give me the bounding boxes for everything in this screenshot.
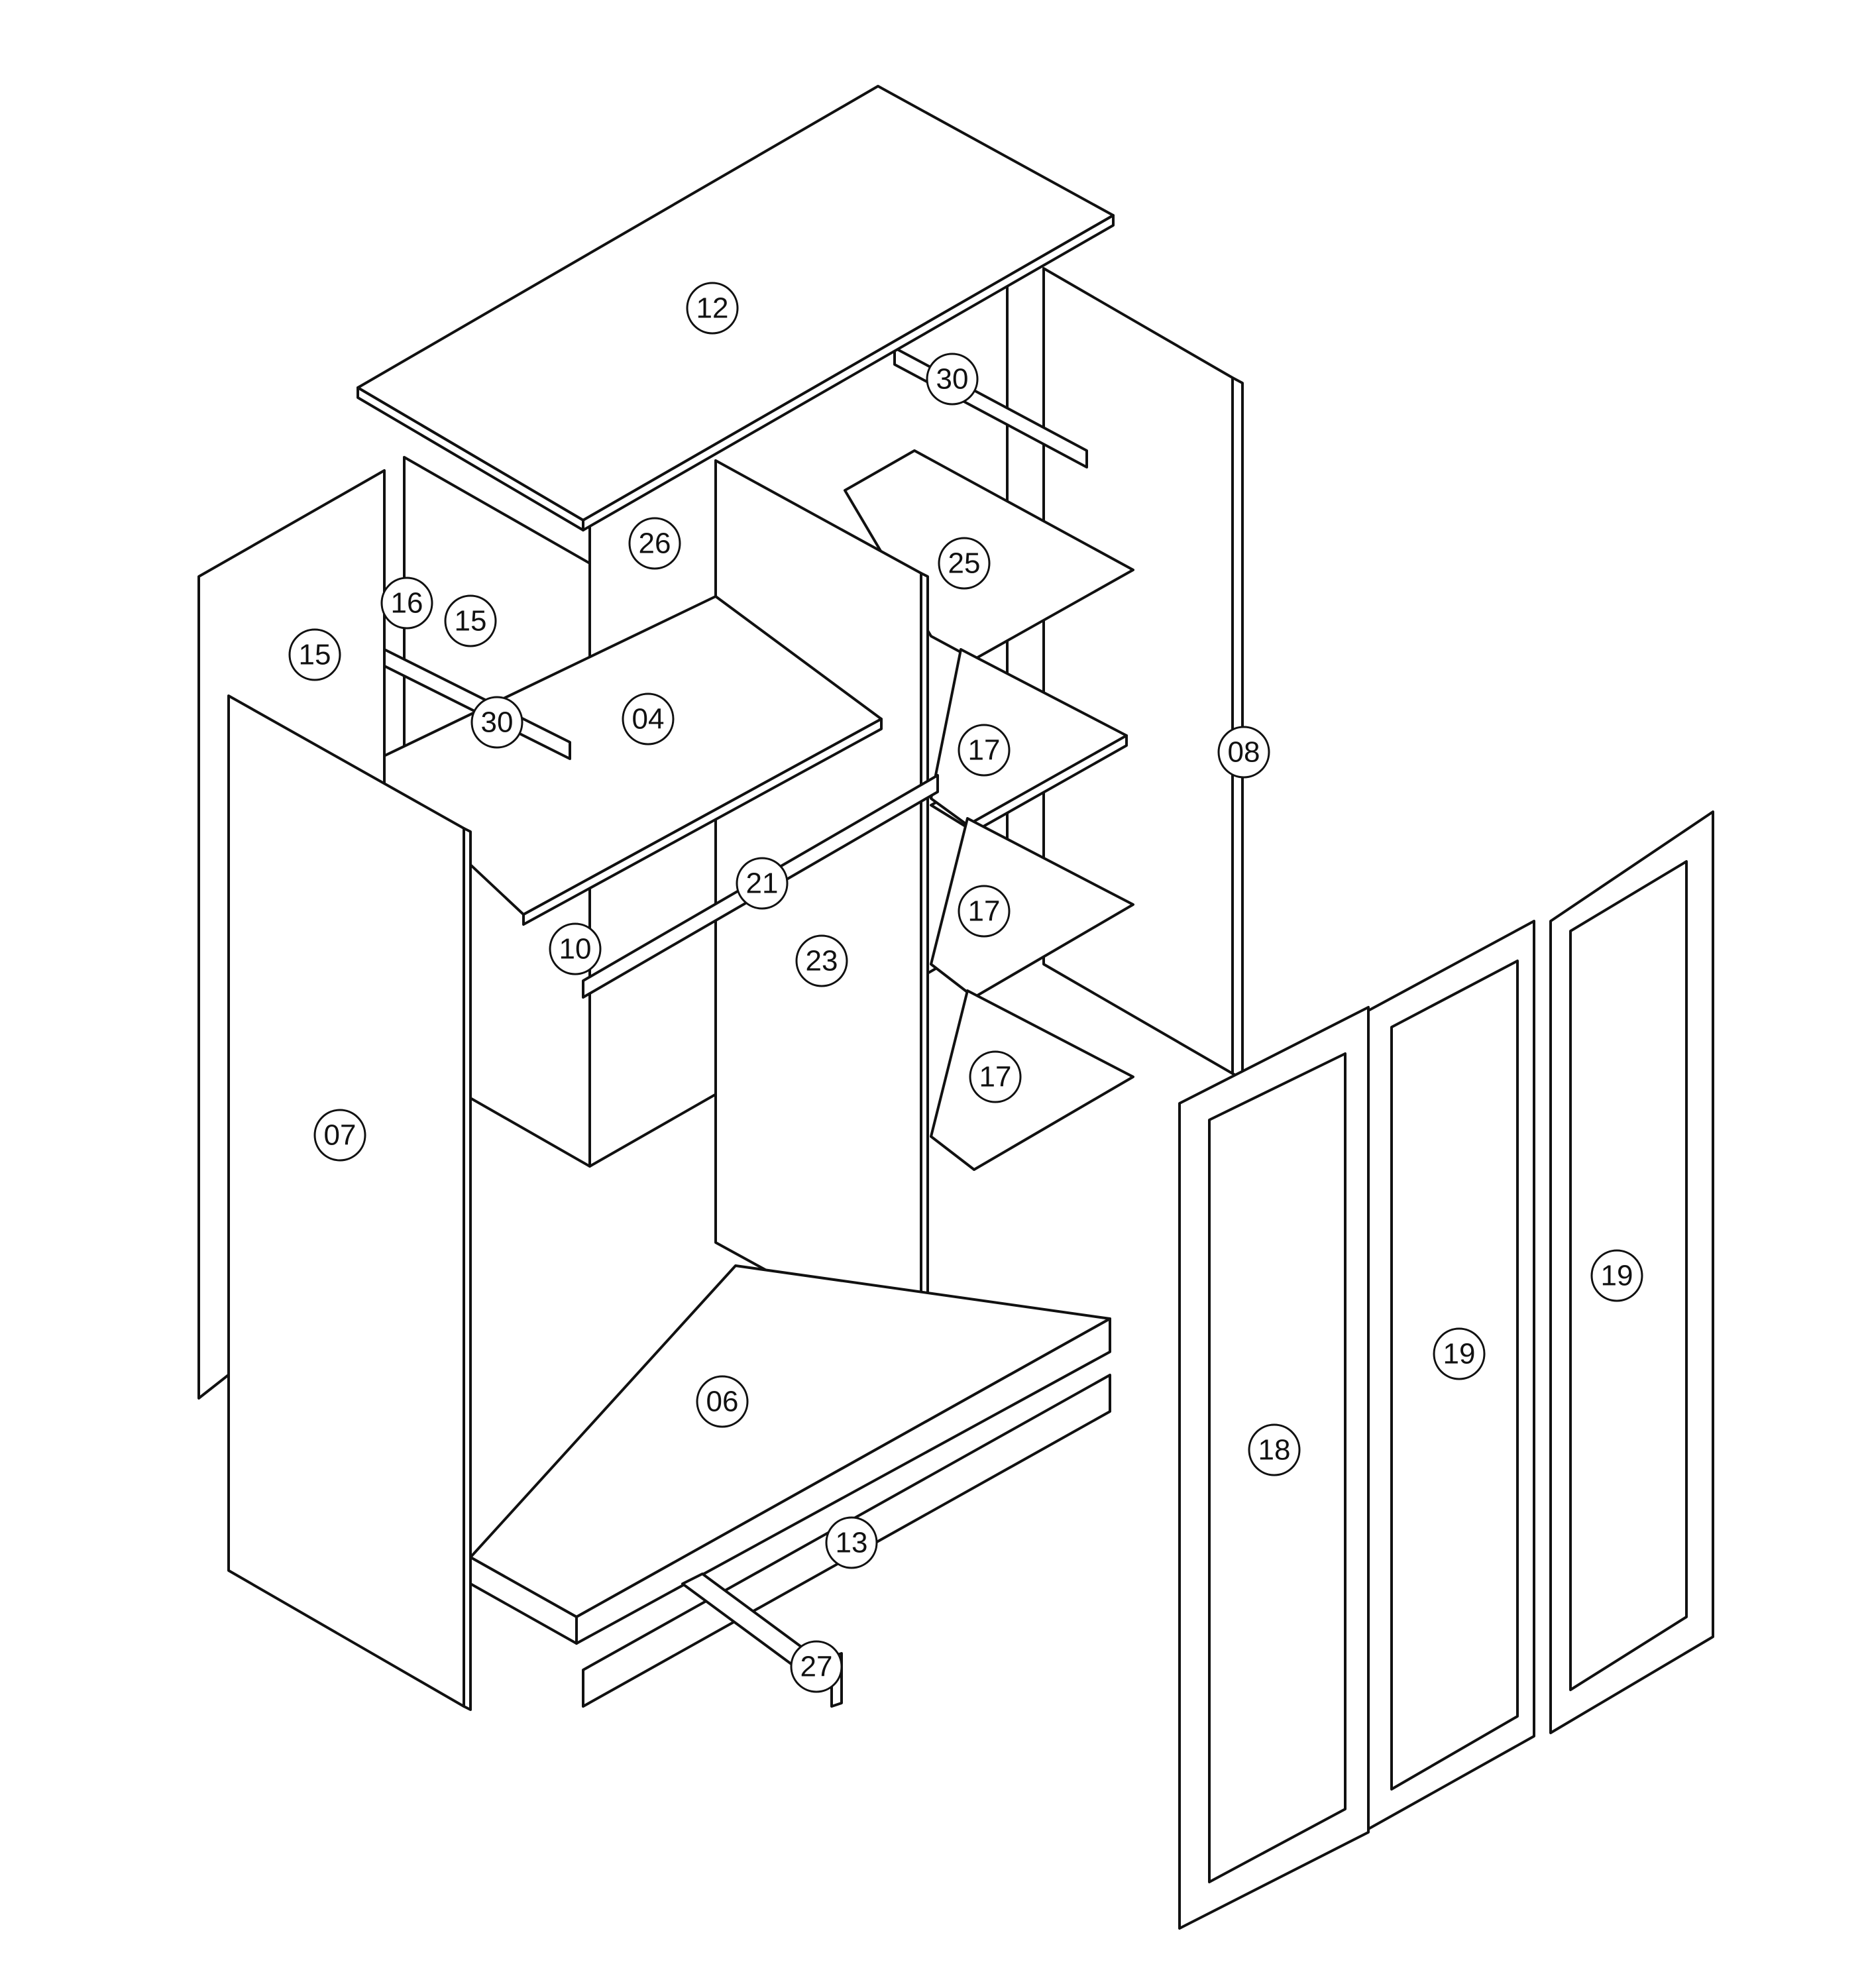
label-17-c-text: 17 [979, 1061, 1012, 1093]
label-16-text: 16 [391, 587, 423, 620]
label-17-b-text: 17 [968, 895, 1001, 928]
shelf-17-a-top [930, 648, 1128, 826]
label-25-text: 25 [948, 547, 981, 580]
shelf-17-b [930, 817, 1134, 999]
shelf-04-edge [522, 718, 883, 926]
label-18-text: 18 [1258, 1434, 1291, 1466]
inner-vertical-panel [714, 459, 922, 1356]
label-30-mid-text: 30 [481, 706, 514, 739]
label-21-text: 21 [746, 867, 779, 900]
label-21: 21 [736, 857, 789, 910]
label-13-text: 13 [836, 1527, 868, 1559]
inner-vertical-panel-edge [920, 572, 929, 1360]
label-08-text: 08 [1228, 736, 1260, 769]
label-12: 12 [686, 282, 739, 335]
label-04-text: 04 [632, 703, 665, 736]
label-13: 13 [825, 1516, 878, 1569]
label-12-text: 12 [696, 292, 729, 325]
label-17-a-text: 17 [968, 734, 1001, 767]
left-side-panel [227, 694, 465, 1708]
label-10: 10 [549, 922, 602, 975]
label-30-top: 30 [926, 353, 979, 406]
label-16: 16 [380, 577, 433, 630]
label-19-b-text: 19 [1601, 1260, 1633, 1292]
label-23-text: 23 [806, 945, 838, 977]
label-19-b: 19 [1590, 1249, 1643, 1302]
label-19-a-text: 19 [1443, 1338, 1476, 1370]
label-30-top-text: 30 [936, 363, 969, 396]
label-17-c: 17 [969, 1050, 1022, 1103]
label-25: 25 [938, 537, 991, 590]
right-back-panel [1042, 267, 1234, 1075]
label-06: 06 [696, 1375, 749, 1428]
label-18: 18 [1248, 1423, 1301, 1476]
label-10-text: 10 [559, 933, 592, 966]
label-06-text: 06 [706, 1386, 739, 1418]
label-23: 23 [795, 934, 848, 987]
left-side-panel-edge [463, 827, 472, 1711]
label-07-text: 07 [324, 1119, 357, 1152]
label-04: 04 [622, 692, 675, 746]
shelf-17-c [930, 989, 1134, 1171]
label-17-b: 17 [958, 885, 1011, 938]
top-panel-edge-right [582, 214, 1115, 531]
label-27: 27 [790, 1640, 843, 1693]
label-26-text: 26 [639, 527, 671, 560]
label-08: 08 [1217, 726, 1270, 779]
label-15-a: 15 [444, 594, 497, 647]
label-17-a: 17 [958, 724, 1011, 777]
label-07: 07 [313, 1109, 366, 1162]
part-labels: 12 30 26 25 16 15 15 30 [288, 282, 1643, 1693]
label-19-a: 19 [1433, 1327, 1486, 1380]
label-30-mid: 30 [470, 696, 523, 749]
label-15-b-text: 15 [299, 639, 331, 671]
label-15-a-text: 15 [455, 605, 487, 637]
label-26: 26 [628, 517, 681, 570]
label-15-b: 15 [288, 628, 341, 681]
label-27-text: 27 [800, 1651, 833, 1683]
